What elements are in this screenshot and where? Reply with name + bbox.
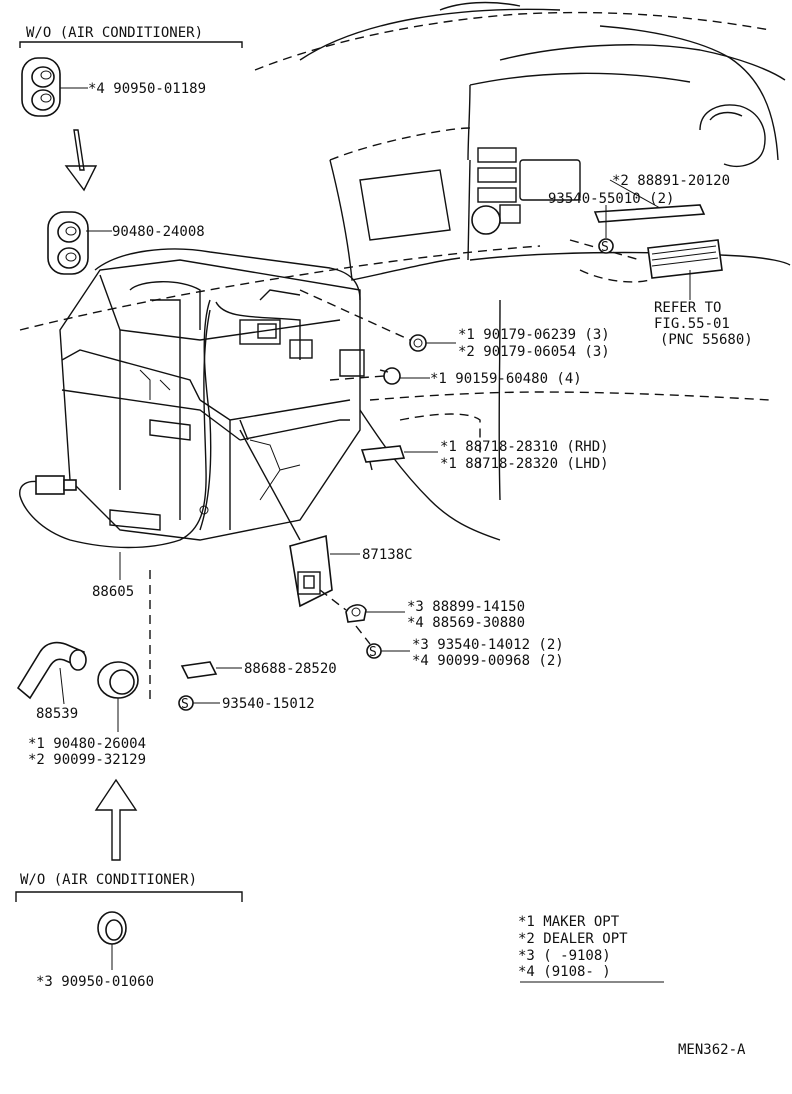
refer-note-line3: (PNC 55680) [660,332,753,348]
down-arrow-icon [64,129,98,192]
screw-lower-icon: S [178,695,194,712]
part-label-clip-1: *1 90179-06239 (3) [458,327,610,343]
wire-harness-icon [19,309,211,549]
part-label-top-plug: *4 90950-01189 [88,81,206,97]
up-arrow-icon [94,778,138,861]
part-label-clamp-3: *3 88899-14150 [407,599,525,615]
variant-box-bottom: W/O (AIR CONDITIONER) [15,872,243,902]
bracket-lower-icon [180,661,218,679]
screw-lower-right-icon: S [366,643,382,660]
part-label-grommet-2: *2 90099-32129 [28,752,146,768]
legend-item-2: *2 DEALER OPT [518,931,628,947]
heater-unit-assembly [59,248,365,541]
variant-label-top: W/O (AIR CONDITIONER) [26,25,203,41]
hose-icon [16,641,87,700]
blower-resistor-icon [289,534,333,608]
part-label-screw-3: *3 93540-14012 (2) [412,637,564,653]
part-label-grommet-1: *1 90480-26004 [28,736,146,752]
screw-top-icon: S [598,238,614,255]
part-label-hose: 88539 [36,706,78,722]
part-label-bracket-lhd: *1 88718-28320 (LHD) [440,456,609,472]
variant-bracket-top [19,41,243,48]
part-label-screw-4: *4 90099-00968 (2) [412,653,564,669]
svg-text:S: S [369,645,377,660]
variant-label-bottom: W/O (AIR CONDITIONER) [20,872,197,888]
grommet-top-icon [47,211,89,275]
svg-text:S: S [601,240,609,255]
legend-item-3: *3 ( -9108) [518,948,611,964]
dashboard-outline [19,1,791,541]
clamp-icon [345,604,367,623]
part-label-bracket-rhd: *1 88718-28310 (RHD) [440,439,609,455]
part-label-screw-lower: 93540-15012 [222,696,315,712]
legend-item-4: *4 (9108- ) [518,964,611,980]
variant-box-top: W/O (AIR CONDITIONER) [19,25,243,48]
part-label-harness: 88605 [92,584,134,600]
part-label-clip-2: *2 90179-06054 (3) [458,344,610,360]
plug-top-icon [21,57,61,117]
part-label-bottom-plug: *3 90950-01060 [36,974,154,990]
part-label-clamp-4: *4 88569-30880 [407,615,525,631]
part-label-grommet-top: 90480-24008 [112,224,205,240]
refer-note-line2: FIG.55-01 [654,316,730,332]
legend: *1 MAKER OPT *2 DEALER OPT *3 ( -9108) *… [518,914,664,983]
legend-item-1: *1 MAKER OPT [518,914,620,930]
part-label-screw-mid: *1 90159-60480 (4) [430,371,582,387]
svg-text:S: S [181,697,189,712]
part-label-resistor: 87138C [362,547,413,563]
part-label-cover: *2 88891-20120 [612,173,730,189]
clip-icon [409,334,427,352]
plug-bottom-icon [97,911,127,945]
part-label-bracket-lower: 88688-28520 [244,661,337,677]
screw-mid-icon [379,367,401,385]
part-label-screw-top: 93540-55010 (2) [548,191,674,207]
variant-bracket-bottom [15,891,243,902]
resistor-cover-icon [569,204,723,283]
bracket-icon [360,445,406,471]
center-panel-switches [471,147,581,235]
grommet-lower-icon [97,661,139,699]
refer-note-line1: REFER TO [654,300,721,316]
diagram-ref-code: MEN362-A [678,1042,746,1058]
